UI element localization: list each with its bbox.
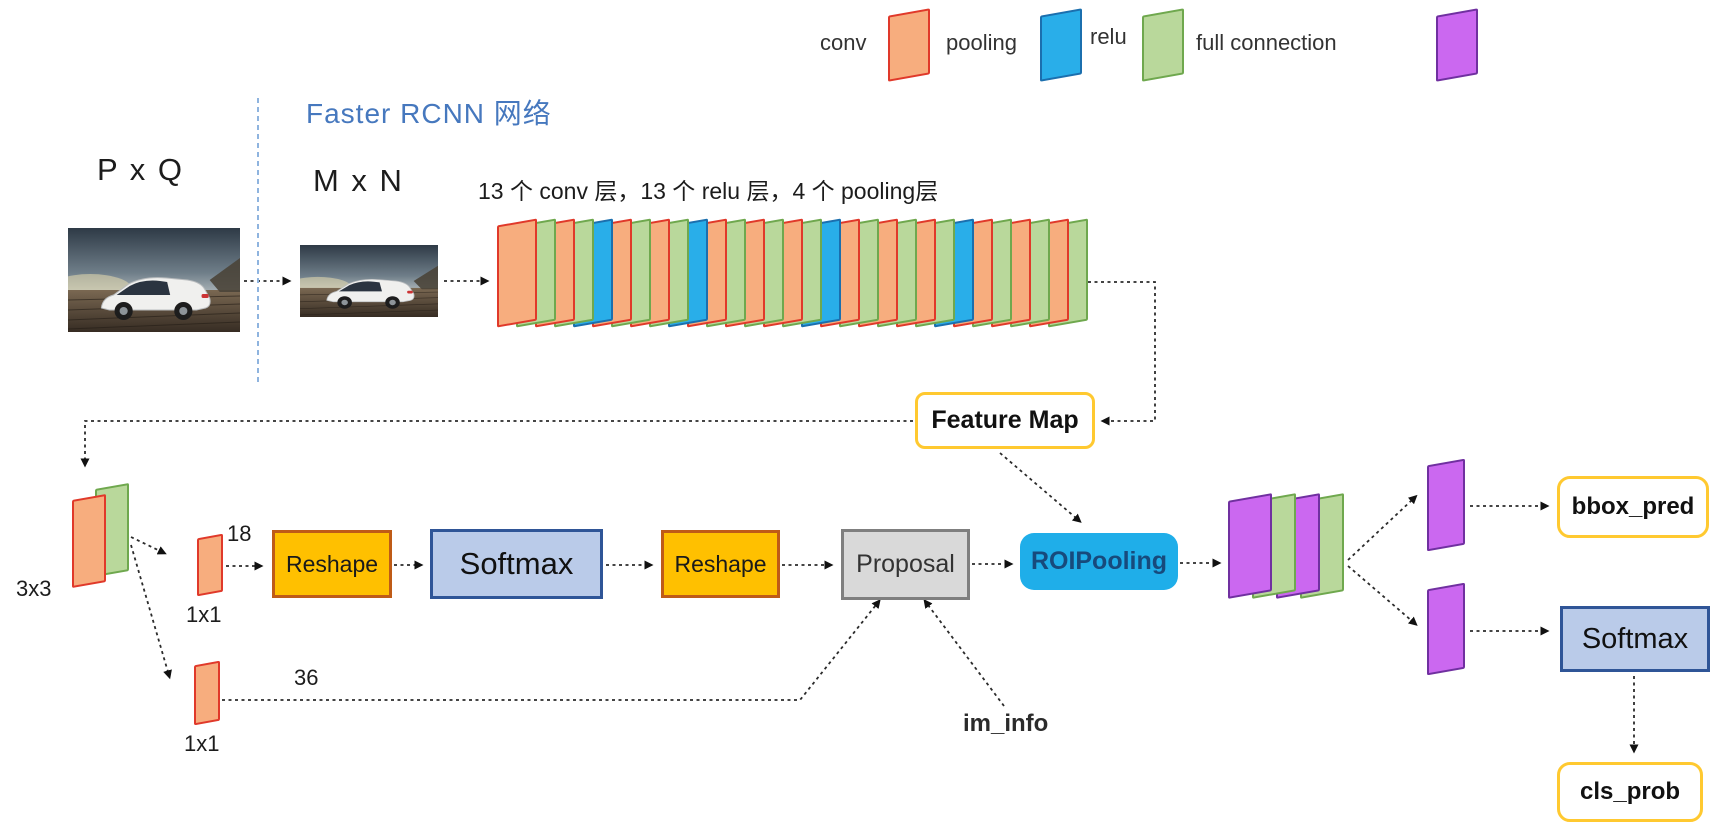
legend-full-connection-swatch-icon <box>1436 8 1478 82</box>
rpn-18-label: 18 <box>227 521 252 546</box>
feature-map-node: Feature Map <box>915 392 1095 449</box>
head-softmax-label: Softmax <box>1581 622 1689 655</box>
backbone-note: 13 个 conv 层，13 个 relu 层，4 个 pooling层 <box>478 178 939 204</box>
fc-layer-sheet <box>1228 493 1272 599</box>
cls-prob-label: cls_prob <box>1579 778 1681 805</box>
rpn-36-label: 36 <box>294 665 319 690</box>
bbox-pred-node: bbox_pred <box>1557 476 1709 538</box>
resized-size-label: M x N <box>313 163 404 198</box>
input-image-pxq <box>68 228 240 332</box>
input-size-label: P x Q <box>97 152 184 187</box>
rpn-conv-3x3-sheet <box>72 494 106 588</box>
roipooling-node: ROIPooling <box>1020 533 1178 590</box>
rpn-1x1-cls-label: 1x1 <box>186 602 222 627</box>
legend-relu-swatch-icon <box>1142 8 1184 82</box>
im-info-label: im_info <box>963 710 1049 737</box>
head-softmax-node: Softmax <box>1560 606 1710 672</box>
rpn-softmax-label: Softmax <box>459 546 574 581</box>
conv-layer-sheet <box>497 218 537 328</box>
car-illustration <box>326 279 415 309</box>
legend-label-relu: relu <box>1090 24 1127 49</box>
reshape2-label: Reshape <box>674 550 767 577</box>
arrow-3x3-to-1x1-reg <box>130 544 172 680</box>
reshape2-node: Reshape <box>661 530 780 598</box>
reshape1-label: Reshape <box>285 550 379 577</box>
reshape1-node: Reshape <box>272 530 392 598</box>
rpn-softmax-node: Softmax <box>430 529 603 599</box>
legend-label-conv: conv <box>820 30 867 55</box>
wire-fc-fork-up <box>1347 494 1418 561</box>
proposal-label: Proposal <box>856 550 955 578</box>
legend-pooling-swatch-icon <box>1040 8 1082 82</box>
bbox-pred-label: bbox_pred <box>1571 493 1695 520</box>
fc-cls-sheet <box>1427 582 1465 676</box>
wire-iminfo-to-proposal <box>923 599 1005 707</box>
wire-featuremap-to-rpn-conv <box>80 420 913 468</box>
rpn-conv-1x1-cls-sheet <box>197 533 223 597</box>
input-image-mxn <box>300 245 438 317</box>
wire-fc-fork-down <box>1347 565 1418 626</box>
diagram-title: Faster RCNN 网络 <box>306 98 552 129</box>
rpn-3x3-label: 3x3 <box>16 576 52 601</box>
legend-label-full-connection: full connection <box>1196 30 1337 55</box>
fc-bbox-sheet <box>1427 458 1465 552</box>
rpn-1x1-reg-label: 1x1 <box>184 731 220 756</box>
legend-label-pooling: pooling <box>946 30 1017 55</box>
wire-featuremap-to-roipooling <box>999 452 1082 523</box>
rpn-conv-1x1-reg-sheet <box>194 660 220 726</box>
car-illustration <box>100 277 211 320</box>
arrow-3x3-to-1x1-cls <box>130 536 167 555</box>
roipooling-label: ROIPooling <box>1030 547 1168 575</box>
legend-conv-swatch-icon <box>888 8 930 82</box>
feature-map-label: Feature Map <box>931 406 1079 434</box>
wire-1x1reg-to-proposal <box>222 599 881 701</box>
proposal-node: Proposal <box>841 529 970 600</box>
wire-backbone-to-featuremap <box>1088 281 1156 426</box>
cls-prob-node: cls_prob <box>1557 762 1703 822</box>
